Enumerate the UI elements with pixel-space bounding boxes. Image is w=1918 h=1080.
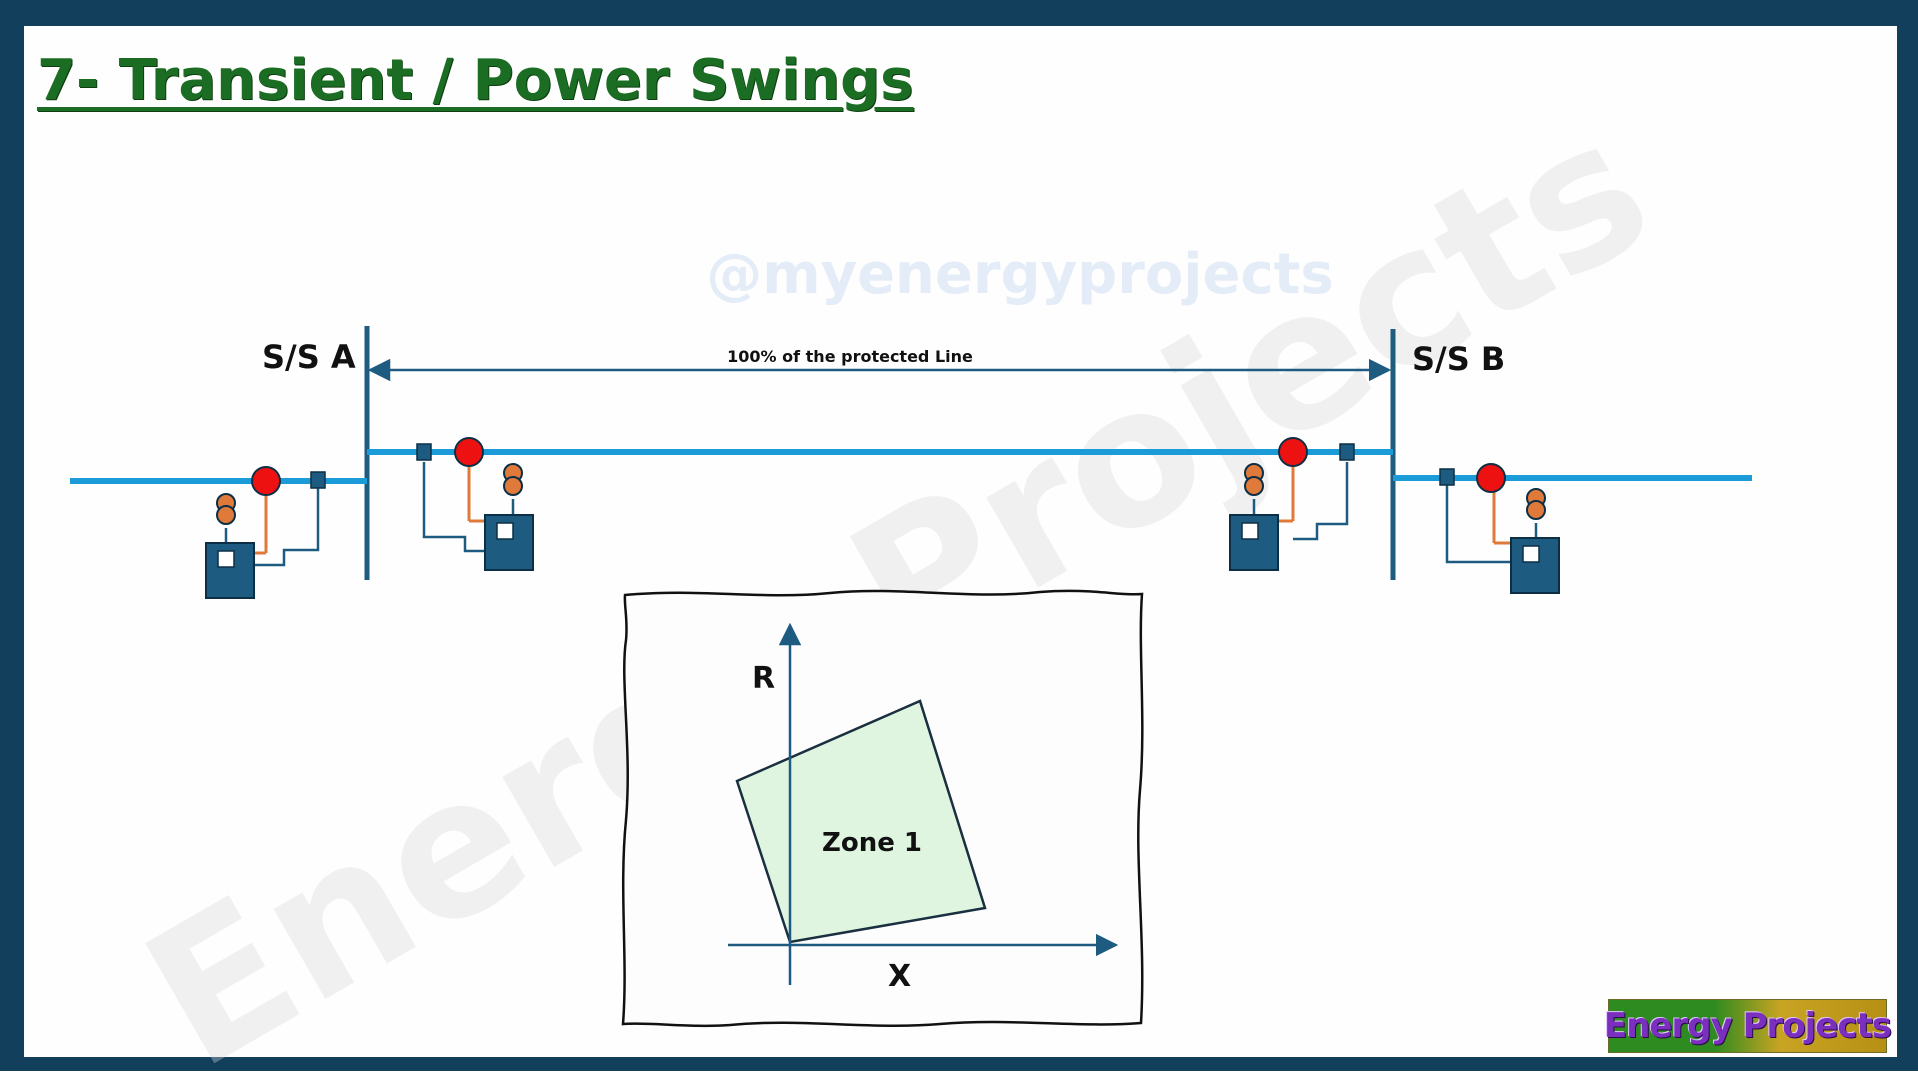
watermark-handle: @myenergyprojects xyxy=(706,242,1334,307)
x-axis-label: X xyxy=(888,959,911,994)
right-feeder-protection xyxy=(1439,463,1560,594)
vt-icon-a xyxy=(416,443,432,461)
r-axis-label: R xyxy=(752,661,775,696)
breaker-icon-b xyxy=(1278,437,1308,467)
slide-frame-top xyxy=(0,0,1918,26)
zone-1-region xyxy=(735,699,987,944)
slide-frame-left xyxy=(0,0,24,1080)
brand-logo: Energy Projects xyxy=(1604,999,1892,1053)
vt-icon-b xyxy=(1339,443,1355,461)
zone-1-label: Zone 1 xyxy=(822,828,922,858)
line-protection-b xyxy=(1229,437,1355,571)
vt-icon-left-feeder xyxy=(310,471,326,489)
substation-a-label: S/S A xyxy=(262,338,356,376)
brand-logo-text: Energy Projects xyxy=(1604,1006,1892,1046)
breaker-icon-right-feeder xyxy=(1476,463,1506,493)
slide-title: 7- Transient / Power Swings xyxy=(37,48,914,113)
span-label: 100% of the protected Line xyxy=(727,347,973,366)
vt-icon-right-feeder xyxy=(1439,468,1455,486)
slide-frame-right xyxy=(1897,0,1918,1080)
breaker-icon-left-feeder xyxy=(251,466,281,496)
breaker-icon-a xyxy=(454,437,484,467)
slide-bottom-strip xyxy=(0,1071,1918,1080)
substation-b-label: S/S B xyxy=(1412,340,1505,378)
line-protection-a xyxy=(416,437,534,571)
left-feeder-protection xyxy=(205,466,326,599)
